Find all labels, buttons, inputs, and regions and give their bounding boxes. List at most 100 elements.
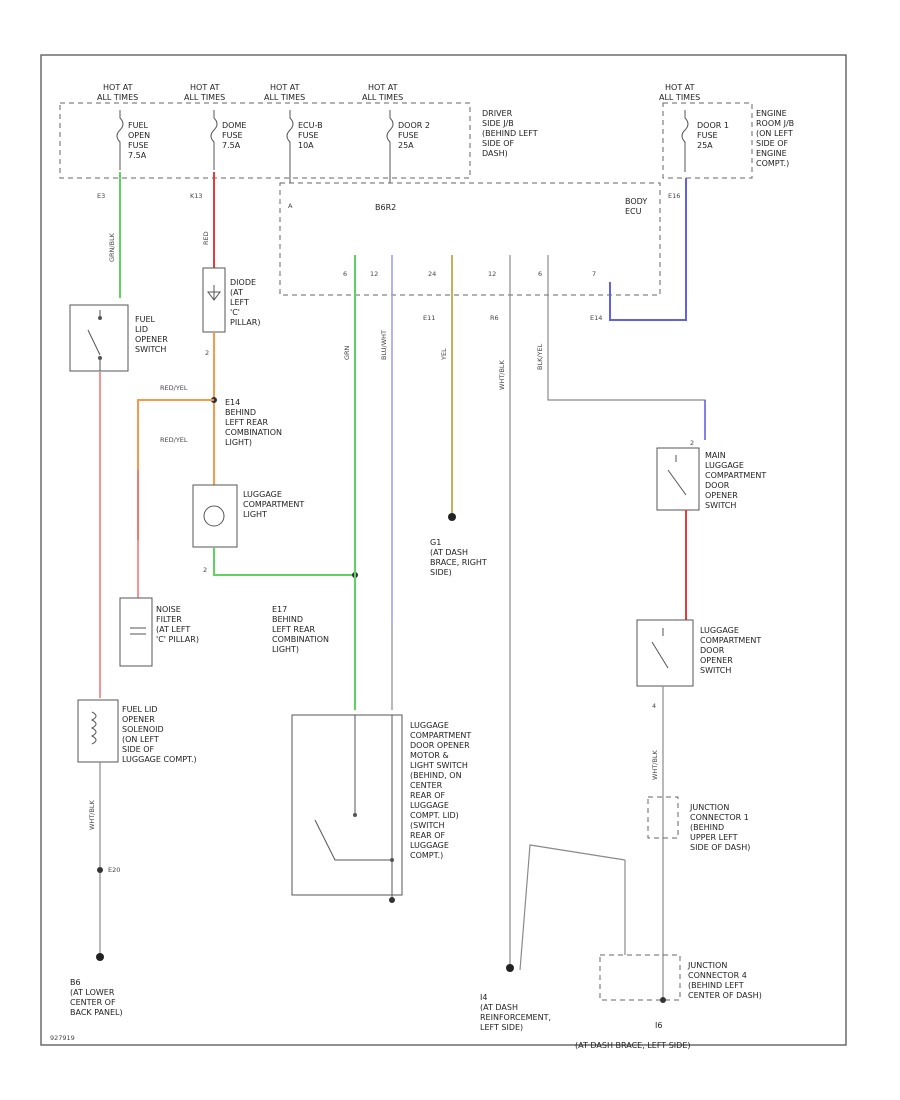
b6-ground-point: [96, 953, 104, 961]
i6-ground-id: I6: [655, 1021, 662, 1030]
bulb-icon: [203, 505, 225, 527]
pin-4-lug: 4: [652, 702, 656, 710]
pin-r6: R6: [490, 314, 499, 322]
motor-box: [291, 714, 403, 896]
wire-label-redyel1: RED/YEL: [160, 384, 188, 392]
wire-blue-door1: [609, 178, 687, 321]
main-switch-symbol: [667, 455, 687, 496]
noise-filter-box: [119, 597, 153, 667]
luggage-switch-box: [636, 619, 694, 687]
wire-label-grnblk: GRN/BLK: [108, 232, 116, 262]
engine-jb-outline: [662, 102, 753, 179]
motor-ground-node: [389, 897, 395, 903]
body-ecu-ref: B6R2: [375, 203, 396, 212]
wire-label-whtblk3: WHT/BLK: [88, 799, 96, 830]
wire-gray-jc4-branch: [519, 844, 626, 971]
pin-6b-ecu: 6: [538, 270, 542, 278]
fuse-door1: [681, 110, 689, 172]
diode-symbol: [207, 285, 221, 301]
motor-contact-2: [390, 858, 394, 862]
figure-number: 927919: [50, 1034, 75, 1042]
pin-e3: E3: [97, 192, 105, 200]
fuse-dome: [210, 110, 218, 170]
jc1-outline: [647, 796, 679, 839]
pin-e14-bot: E14: [590, 314, 602, 322]
luggage-light-box: [192, 484, 238, 548]
solenoid-coil-icon: [90, 711, 97, 745]
pin-2-main: 2: [690, 439, 694, 447]
pin-2-light: 2: [203, 566, 207, 574]
fuel-lid-switch-symbol: [87, 310, 101, 371]
wire-label-red: RED: [202, 231, 210, 245]
wire-label-redyel2: RED/YEL: [160, 436, 188, 444]
motor-switch-symbol: [314, 715, 393, 900]
pin-6-ecu: 6: [343, 270, 347, 278]
luggage-switch-symbol: [651, 628, 669, 669]
fuse-ecub: [286, 110, 294, 183]
wire-green-light: [213, 547, 355, 576]
diagram-border: [40, 54, 847, 1046]
pin-2-diode: 2: [205, 349, 209, 357]
capacitor-icon: [130, 627, 146, 635]
jc4-node: [660, 997, 666, 1003]
wire-orange-branch: [137, 399, 214, 540]
wire-label-blkyel: BLK/YEL: [536, 343, 544, 370]
pin-e16: E16: [668, 192, 680, 200]
wire-label-bluwht: BLU/WHT: [380, 330, 388, 360]
pin-e11: E11: [423, 314, 435, 322]
switch-contact-1: [98, 316, 102, 320]
pin-k13: K13: [190, 192, 203, 200]
fuel-solenoid-box: [77, 699, 119, 763]
node-e20: [97, 867, 103, 873]
i6-ground-label: (AT DASH BRACE, LEFT SIDE): [575, 1041, 691, 1050]
wire-label-whtblk2: WHT/BLK: [651, 749, 659, 780]
body-ecu-outline: [279, 182, 661, 296]
pin-7-ecu: 7: [592, 270, 596, 278]
pin-a-ecu: A: [288, 202, 293, 210]
wire-gray-main: [547, 255, 706, 440]
pin-24-ecu: 24: [428, 270, 436, 278]
wire-label-whtblk: WHT/BLK: [498, 359, 506, 390]
fuse-fuel-open: [116, 110, 124, 170]
pin-e20: E20: [108, 866, 120, 874]
motor-contact-1: [353, 813, 357, 817]
wire-label-yel: YEL: [440, 348, 448, 361]
fuse-door2: [386, 110, 394, 183]
pin-12b-ecu: 12: [488, 270, 496, 278]
driver-jb-outline: [59, 102, 471, 179]
main-switch-box: [656, 447, 700, 511]
switch-contact-2: [98, 356, 102, 360]
pin-12-ecu: 12: [370, 270, 378, 278]
wire-label-grn: GRN: [343, 345, 351, 360]
fuel-lid-switch-box: [69, 304, 129, 372]
jc4-outline: [599, 954, 681, 1001]
